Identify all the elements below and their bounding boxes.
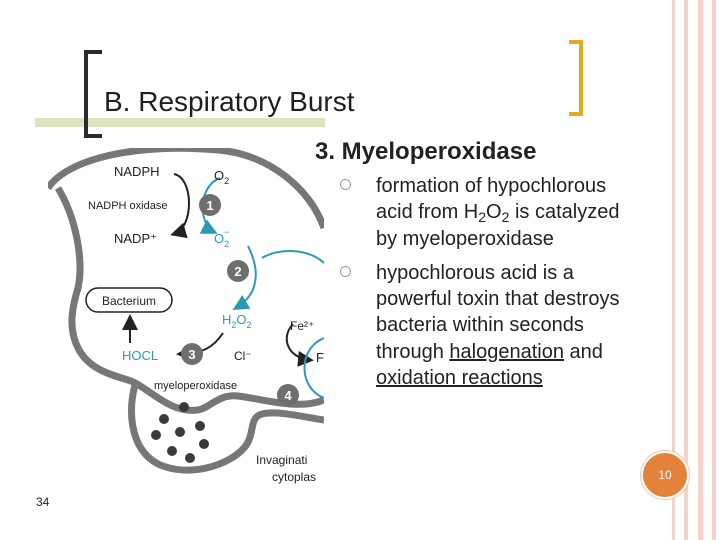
label-nadp: NADP⁺ (114, 231, 157, 246)
bullet-circle-icon (340, 179, 351, 190)
step-label-4: 4 (284, 388, 292, 403)
label-nadph-oxidase: NADPH oxidase (88, 200, 167, 212)
oxidation-reactions-link[interactable]: oxidation reactions (376, 367, 543, 389)
bullet-item-1: formation of hypochlorous acid from H2O2… (340, 173, 620, 252)
bullet-list: formation of hypochlorous acid from H2O2… (340, 173, 620, 399)
section-subheading: 3. Myeloperoxidase (315, 138, 536, 166)
label-invagination-2: cytoplas (272, 470, 316, 484)
title-underline-bar (35, 118, 325, 127)
label-cl: Cl⁻ (234, 349, 252, 363)
label-superoxide: O2− (214, 227, 229, 249)
label-fe-tail: F (316, 350, 324, 365)
step-label-3: 3 (188, 347, 195, 362)
step-label-2: 2 (234, 264, 241, 279)
left-bracket-decoration (84, 50, 102, 138)
label-nadph: NADPH (114, 164, 160, 179)
page-number-badge: 10 (641, 451, 689, 499)
slide-number: 34 (36, 495, 49, 509)
label-h2o2: H2O2 (222, 312, 252, 330)
bullet-item-2: hypochlorous acid is a powerful toxin th… (340, 260, 620, 391)
label-fe: Fe²⁺ (290, 319, 314, 333)
step-label-1: 1 (206, 198, 213, 213)
halogenation-link[interactable]: halogenation (449, 341, 564, 363)
label-o2: O2 (214, 168, 229, 186)
label-hocl: HOCL (122, 348, 158, 363)
respiratory-burst-diagram: NADPH O2 NADPH oxidase 1 NADP⁺ O2− 2 Bac… (48, 148, 324, 488)
bullet-circle-icon (340, 266, 351, 277)
right-bracket-decoration (569, 40, 583, 116)
label-myeloperoxidase: myeloperoxidase (154, 380, 237, 392)
label-invagination-1: Invaginati (256, 453, 307, 467)
slide-title: B. Respiratory Burst (104, 86, 355, 118)
label-bacterium: Bacterium (102, 294, 156, 308)
